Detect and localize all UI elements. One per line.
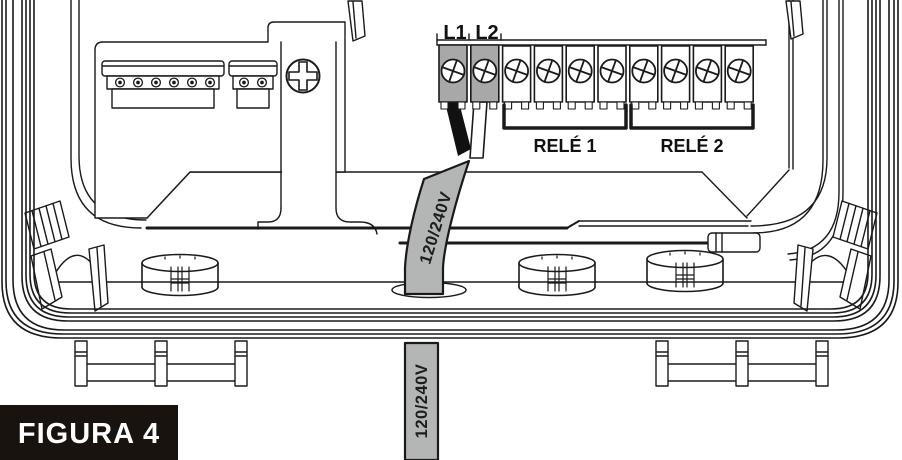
cable-voltage-label-lower: 120/240V [413,364,431,439]
terminal-screw-icons [440,58,752,84]
latch-cluster-right [793,200,878,312]
power-cable-lower [403,341,440,460]
label-relay1: RELÉ 1 [533,135,596,156]
latch-cluster-left [24,200,109,312]
floor-back-edge [146,169,790,219]
hinge-tab-right [785,0,804,40]
black-wire [445,102,471,156]
figure-caption-text: FIGURA 4 [18,418,160,450]
standoff-boss-middle [518,253,596,297]
connector-block-2pos [228,60,278,109]
terminals [438,44,755,110]
power-wires [445,101,488,159]
label-l2: L2 [475,22,498,44]
standoff-boss-left [141,253,219,297]
label-l1: L1 [443,22,466,44]
inner-lip-right [750,0,844,261]
mounting-feet-left [74,340,248,387]
standoff-boss-right [646,249,724,293]
power-cable-upper [403,159,471,296]
label-relay2: RELÉ 2 [660,135,723,156]
relay2-bracket [629,103,755,130]
phillips-screw-icon [285,58,321,94]
relay-group-brackets [502,103,755,130]
mounting-feet-right [655,340,829,387]
connector-block-6pos [101,60,225,109]
figure-caption: FIGURA 4 [0,405,178,460]
white-wire [469,101,488,159]
connector-screws [114,77,216,88]
enclosure-shell [1,0,899,339]
support-pillar [257,41,378,235]
inner-lip-left [70,0,147,229]
relay1-bracket [502,103,628,130]
hinge-tab-left [347,0,366,42]
